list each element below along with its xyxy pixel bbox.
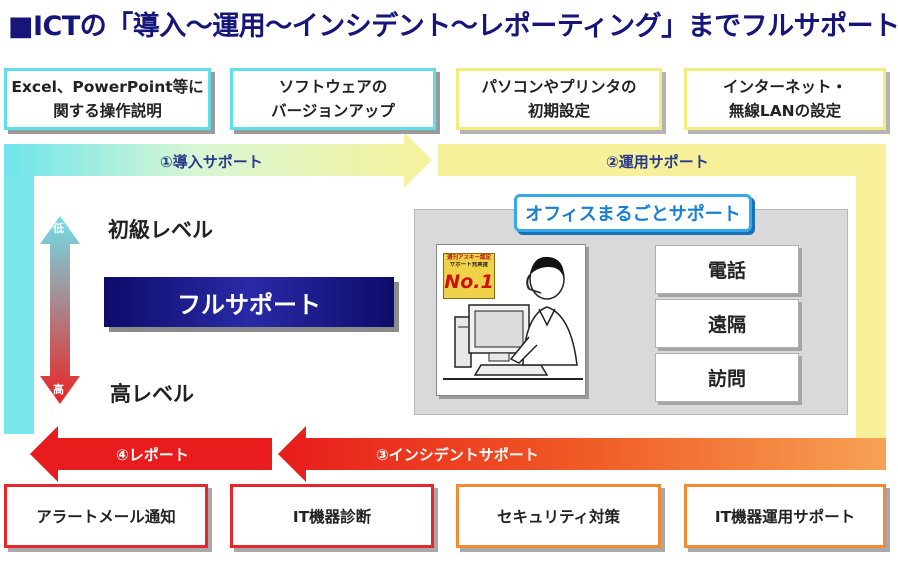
- label-report: ④レポート: [116, 446, 189, 464]
- badge-high: 高: [53, 383, 64, 396]
- office-support-tag: オフィスまるごとサポート: [514, 194, 752, 232]
- support-staff-photo: 週刊アスキー認定 サポート充実度 No.1: [436, 244, 586, 396]
- box-internet-wlan-setup: インターネット・ 無線LANの設定: [684, 68, 886, 130]
- label-incident-support: ③インシデントサポート: [376, 446, 539, 464]
- level-arrow: [40, 216, 80, 404]
- badge-low: 低: [53, 222, 64, 235]
- service-remote: 遠隔: [655, 299, 799, 348]
- award-line1: 週刊アスキー認定: [446, 255, 491, 261]
- intro-arrow: [4, 132, 432, 188]
- operation-band: [438, 144, 886, 176]
- box-pc-printer-setup: パソコンやプリンタの 初期設定: [456, 68, 662, 130]
- label-introduction-support: ①導入サポート: [160, 153, 263, 171]
- box-office-operation: Excel、PowerPoint等に 関する操作説明: [4, 68, 211, 130]
- box-it-diagnosis: IT機器診断: [230, 484, 434, 548]
- box-alert-mail: アラートメール通知: [4, 484, 208, 548]
- box-security: セキュリティ対策: [456, 484, 661, 548]
- page-title: ■ICTの「導入～運用～インシデント～レポーティング」までフルサポート: [8, 11, 898, 42]
- operator-illustration: [443, 256, 583, 380]
- full-support-banner: フルサポート: [104, 277, 394, 327]
- label-advanced-level: 高レベル: [110, 382, 194, 406]
- right-flow-bar: [856, 144, 886, 470]
- award-line2: サポート充実度: [449, 262, 489, 268]
- award-badge: 週刊アスキー認定 サポート充実度 No.1: [443, 253, 495, 299]
- award-no1: No.1: [444, 271, 494, 293]
- box-it-operation-support: IT機器運用サポート: [684, 484, 886, 548]
- box-software-update: ソフトウェアの バージョンアップ: [230, 68, 436, 130]
- label-operation-support: ②運用サポート: [606, 153, 709, 171]
- label-beginner-level: 初級レベル: [108, 218, 213, 242]
- service-phone: 電話: [655, 245, 799, 294]
- incident-arrow: [278, 426, 886, 482]
- report-arrow: [30, 426, 272, 482]
- left-flow-bar: [4, 144, 34, 434]
- service-visit: 訪問: [655, 353, 799, 402]
